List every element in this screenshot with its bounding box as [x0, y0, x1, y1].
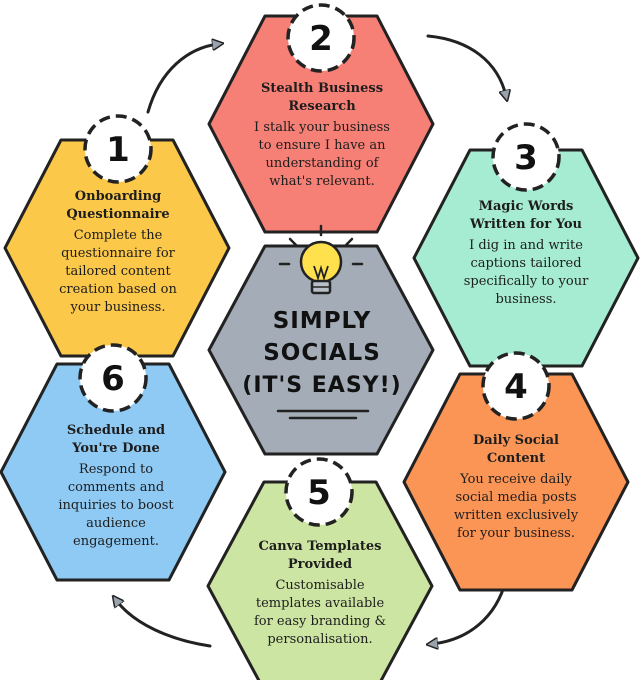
center-line-1: SIMPLY	[273, 308, 372, 334]
step-1-number: 1	[106, 130, 130, 170]
lightbulb-icon	[278, 224, 364, 295]
step-badges: 1 2 3 4 5 6	[78, 3, 561, 527]
step-2-hexagon	[207, 14, 435, 234]
arrow-1-to-2	[146, 44, 218, 114]
step-3-hexagon	[412, 148, 640, 368]
step-4-number: 4	[504, 367, 528, 407]
step-6-hexagon	[0, 362, 227, 582]
step-2-number: 2	[309, 19, 333, 59]
step-5-number: 5	[307, 473, 331, 513]
step-1-badge: 1	[83, 114, 153, 184]
center-hexagon	[207, 244, 435, 456]
step-3-number: 3	[514, 138, 538, 178]
step-6-badge: 6	[78, 343, 148, 413]
step-3-badge: 3	[491, 122, 561, 192]
step-4-badge: 4	[481, 351, 551, 421]
center-hexagon-group: SIMPLY SOCIALS (IT'S EASY!)	[207, 224, 435, 456]
step-6-number: 6	[101, 359, 125, 399]
step-5-badge: 5	[284, 457, 354, 527]
step-1-hexagon	[3, 138, 231, 358]
step-4-hexagon	[402, 372, 630, 592]
step-hexagons	[0, 14, 640, 680]
center-line-3: (IT'S EASY!)	[242, 373, 401, 398]
step-5-hexagon	[206, 480, 434, 680]
arrow-5-to-6	[116, 600, 212, 648]
center-underline	[276, 409, 370, 420]
arrow-2-to-3	[426, 34, 506, 96]
center-line-2: SOCIALS	[263, 340, 381, 366]
step-2-badge: 2	[286, 3, 356, 73]
